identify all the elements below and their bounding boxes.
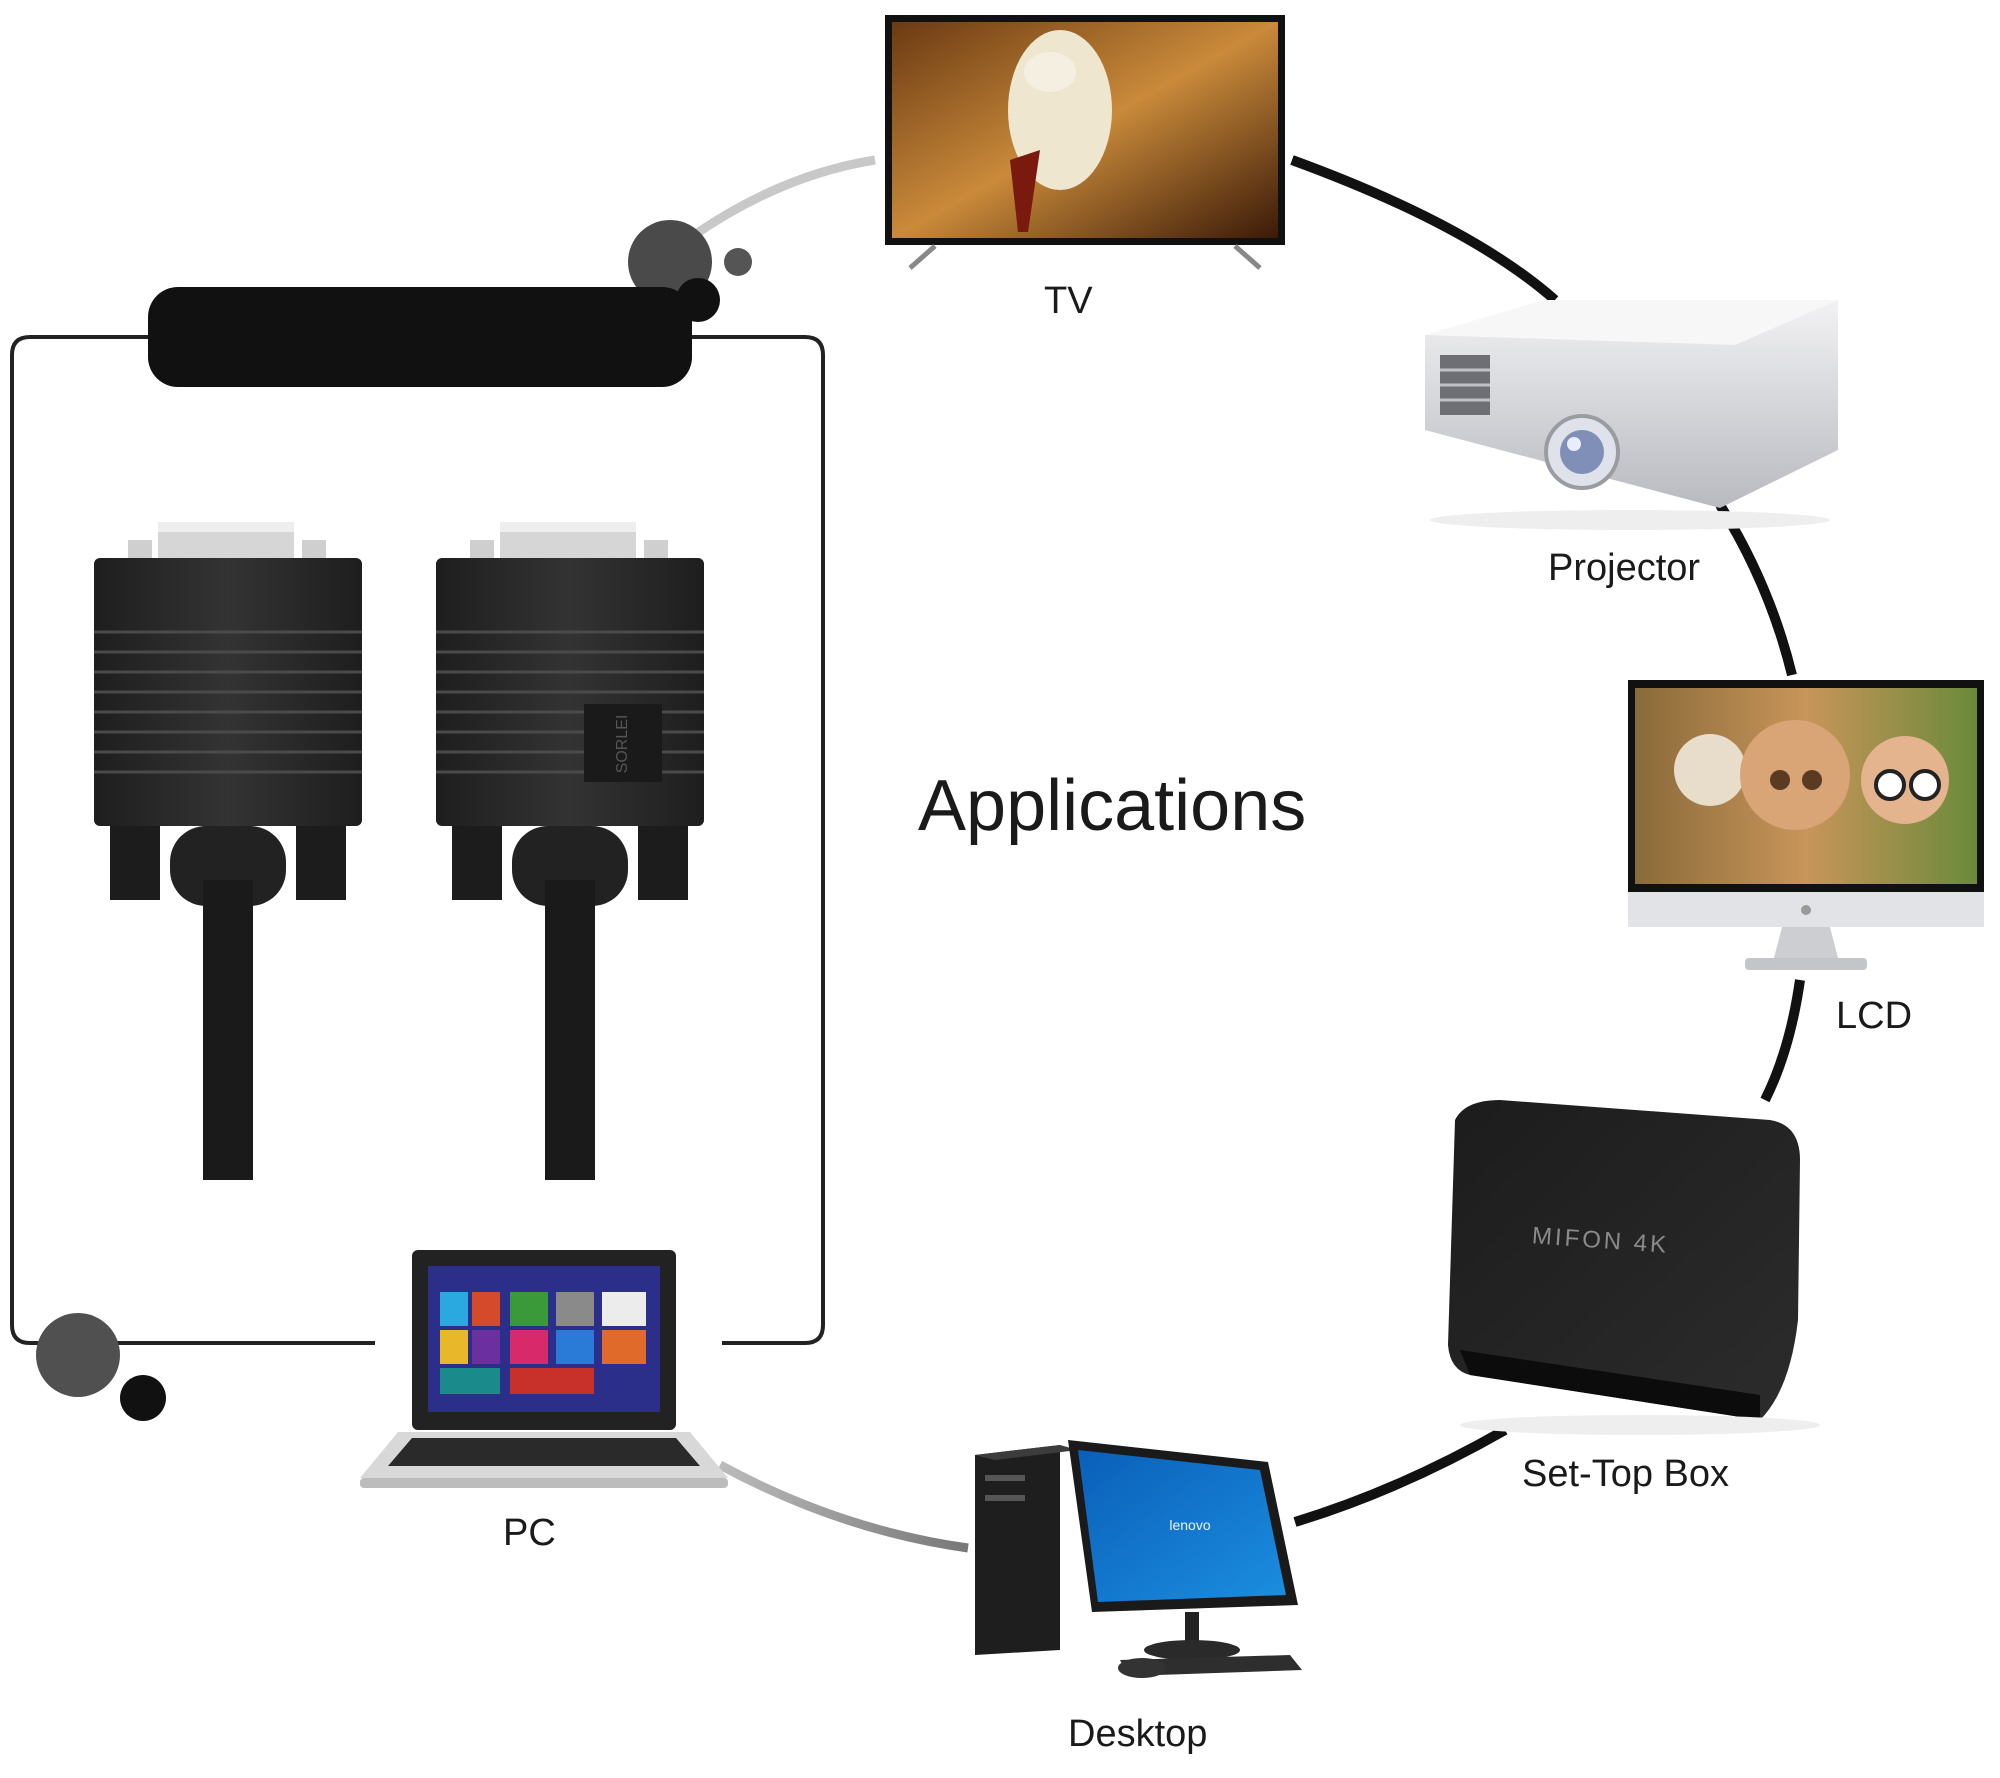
cable-projector-to-lcd (1715, 502, 1797, 677)
projector-device (1425, 300, 1838, 530)
cable-decor-to-tv (687, 155, 876, 242)
lcd-device (1628, 680, 1984, 970)
pc-label: PC (503, 1512, 556, 1554)
vga-connector-right: SORLEI (436, 522, 704, 1180)
desktop-screen-logo: lenovo (1169, 1517, 1210, 1533)
cable-tv-to-projector (1290, 155, 1559, 304)
cable-stb-to-desktop (1293, 1425, 1508, 1527)
cable-pc-to-desktop (717, 1461, 969, 1553)
projector-label: Projector (1548, 547, 1701, 589)
decor-circle-small (724, 248, 752, 276)
set-top-box-label: Set-Top Box (1522, 1453, 1729, 1495)
decor-circle-bottom-black (120, 1375, 166, 1421)
desktop-label: Desktop (1068, 1713, 1208, 1755)
decor-circle-bottom-large (36, 1313, 120, 1397)
desktop-device: lenovo (975, 1440, 1302, 1678)
connector-frame (10, 287, 825, 1345)
applications-heading: Applications (918, 766, 1307, 846)
set-top-box-device: MIFON 4K (1448, 1100, 1820, 1435)
pc-laptop-device (360, 1250, 728, 1488)
vga-connector-left (94, 522, 362, 1180)
tv-device (885, 15, 1285, 270)
tv-label: TV (1044, 280, 1093, 322)
cable-lcd-to-stb (1760, 979, 1805, 1103)
lcd-label: LCD (1836, 995, 1913, 1037)
frame-black-bar (148, 287, 692, 387)
connector-brand-logo: SORLEI (614, 715, 631, 774)
